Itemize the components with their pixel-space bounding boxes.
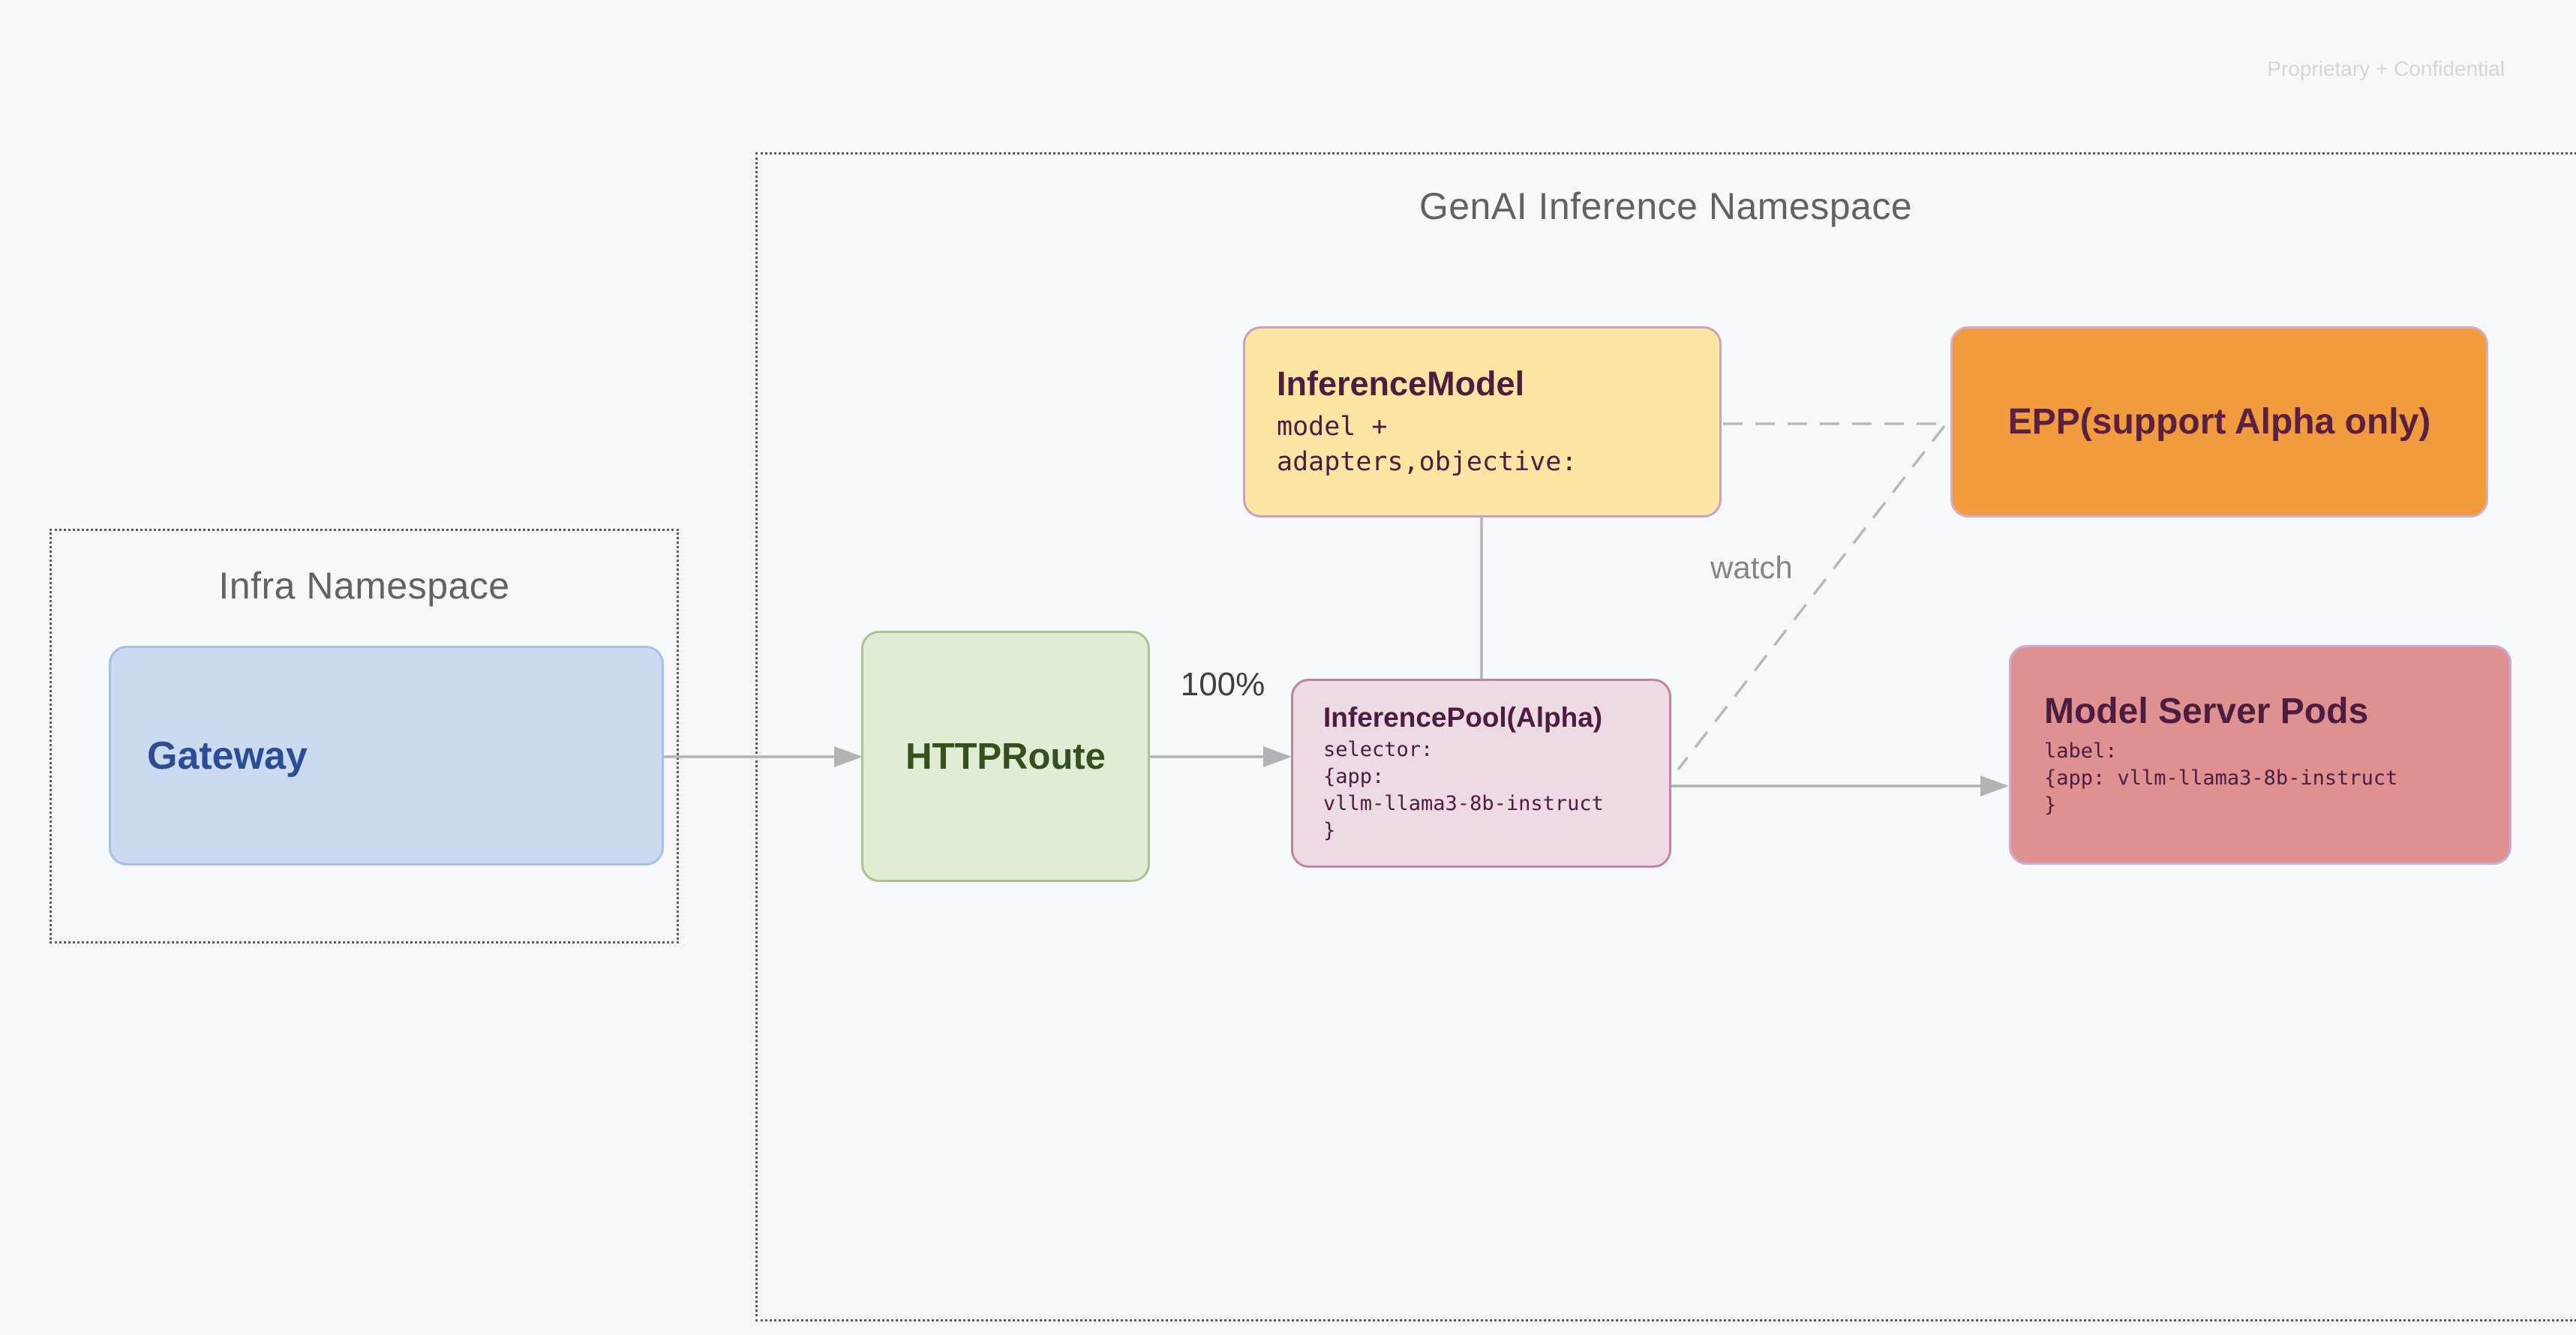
model-server-pods-spec: label: {app: vllm-llama3-8b-instruct } <box>2044 739 2398 818</box>
arrowhead-pool-to-pods <box>1980 776 2009 796</box>
arrowhead-gateway-to-httproute <box>834 746 863 767</box>
epp-title: EPP(support Alpha only) <box>2007 402 2431 442</box>
node-gateway: Gateway <box>109 646 664 866</box>
model-server-pods-title: Model Server Pods <box>2044 691 2369 731</box>
node-model-server-pods: Model Server Pods label: {app: vllm-llam… <box>2009 645 2511 865</box>
infra-namespace-box <box>50 529 679 944</box>
node-httproute: HTTPRoute <box>861 631 1150 882</box>
node-inference-pool: InferencePool(Alpha) selector: {app: vll… <box>1291 679 1671 868</box>
infra-namespace-title: Infra Namespace <box>218 565 510 607</box>
arrowhead-httproute-to-pool <box>1263 746 1292 767</box>
httproute-title: HTTPRoute <box>905 736 1106 777</box>
gateway-title: Gateway <box>147 734 308 778</box>
inference-pool-spec: selector: {app: vllm-llama3-8b-instruct … <box>1323 737 1604 843</box>
genai-namespace-box <box>755 152 2576 1322</box>
inference-model-title: InferenceModel <box>1277 364 1525 403</box>
node-inference-model: InferenceModel model + adapters,objectiv… <box>1243 326 1722 518</box>
inference-model-spec: model + adapters,objective: <box>1277 411 1578 477</box>
confidential-watermark: Proprietary + Confidential <box>2267 57 2505 80</box>
inference-pool-title: InferencePool(Alpha) <box>1323 701 1603 733</box>
node-epp: EPP(support Alpha only) <box>1950 326 2488 518</box>
edge-label-traffic-weight: 100% <box>1180 666 1265 703</box>
edge-label-watch: watch <box>1710 550 1793 585</box>
google-logo-watermark: Google <box>2372 1329 2517 1335</box>
genai-namespace-title: GenAI Inference Namespace <box>1419 185 1913 227</box>
edge-epp-to-pool-dashed <box>1677 424 1946 771</box>
